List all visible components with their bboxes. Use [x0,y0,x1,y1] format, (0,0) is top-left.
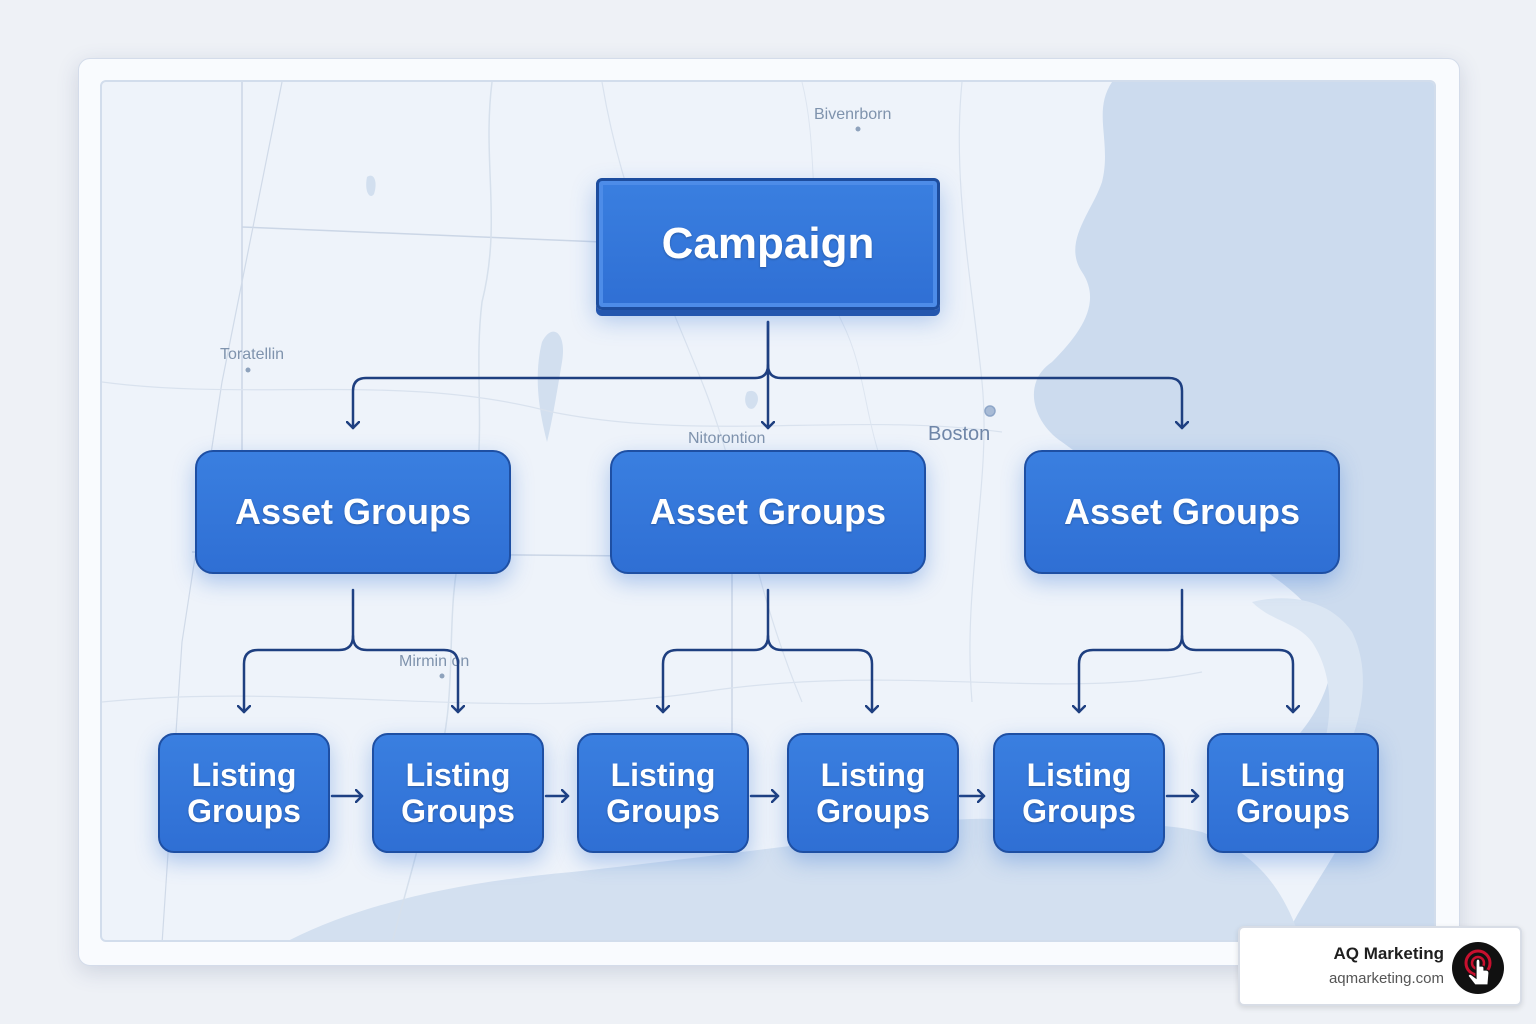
place-label-3: Nitorontion [688,430,766,447]
listing-group-node-2: Listing Groups [372,733,544,853]
place-label-4: Boston [928,423,991,445]
connector-ag3-lg5 [1079,588,1184,714]
listing-group-label: Listing Groups [606,757,720,829]
asset-group-node-3: Asset Groups [1024,450,1340,574]
listing-group-node-4: Listing Groups [787,733,959,853]
listing-group-node-5: Listing Groups [993,733,1165,853]
lake-1 [537,331,563,442]
lake-3 [745,390,758,409]
dot-mirminon [439,673,445,679]
listing-group-node-1: Listing Groups [158,733,330,853]
campaign-label: Campaign [661,219,875,268]
dot-toratellin [245,367,251,373]
connector-campaign-ag1 [353,320,770,430]
listing-group-node-3: Listing Groups [577,733,749,853]
connector-ag1-lg1 [244,588,355,714]
connector-ag3-lg6 [1180,634,1293,714]
cape [1252,598,1363,773]
cursor-hand-icon [1452,942,1504,994]
brand-url: aqmarketing.com [1328,970,1444,987]
listing-group-label: Listing Groups [1022,757,1136,829]
connector-ag1-lg2 [351,634,458,714]
asset-group-label: Asset Groups [1063,491,1301,532]
asset-group-node-1: Asset Groups [195,450,511,574]
dot-bivenrborn [855,126,861,132]
road-5 [801,82,903,503]
place-label-2: Toratellin [220,346,285,363]
brand-name: AQ Marketing [1333,944,1444,963]
campaign-node: Campaign [596,178,940,310]
listing-group-label: Listing Groups [401,757,515,829]
asset-group-node-2: Asset Groups [610,450,926,574]
place-label-1: Bivenrborn [814,106,892,123]
connector-campaign-ag3 [766,363,1182,430]
listing-group-label: Listing Groups [187,757,301,829]
lake-2 [366,175,376,197]
asset-group-label: Asset Groups [234,491,472,532]
connector-ag2-lg3 [663,588,770,714]
place-label-5: Mirmin on [399,653,470,670]
listing-group-label: Listing Groups [1236,757,1350,829]
brand-badge[interactable]: AQ Marketing aqmarketing.com [1238,926,1522,1006]
listing-group-label: Listing Groups [816,757,930,829]
road-1 [102,381,1003,433]
listing-group-node-6: Listing Groups [1207,733,1379,853]
asset-group-label: Asset Groups [649,491,887,532]
connector-ag2-lg4 [766,634,872,714]
road-3 [958,82,985,703]
dot-boston [984,405,996,417]
road-4 [102,671,1203,705]
